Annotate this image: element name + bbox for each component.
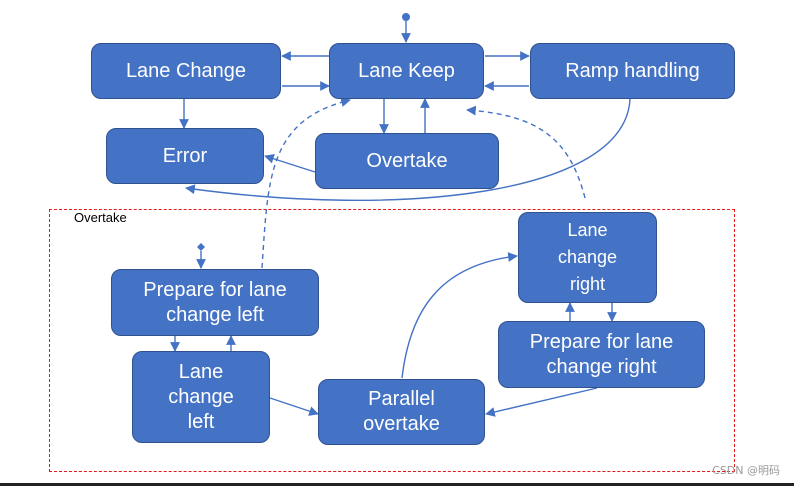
state-lane-change-left-label: Lane change left — [168, 360, 234, 433]
state-parallel-overtake: Parallel overtake — [318, 379, 485, 445]
state-prepare-lane-change-right: Prepare for lane change right — [498, 321, 705, 388]
state-lane-change: Lane Change — [91, 43, 281, 99]
state-lane-change-label: Lane Change — [125, 59, 247, 82]
state-error-label: Error — [162, 144, 208, 167]
state-prepare-left-label: Prepare for lane change left — [143, 278, 287, 326]
state-overtake-label: Overtake — [366, 149, 448, 172]
watermark: CSDN @明码 — [712, 464, 780, 477]
state-prepare-lane-change-left: Prepare for lane change left — [111, 269, 319, 336]
initial-state-dot — [402, 13, 410, 21]
overtake-region-label: Overtake — [74, 210, 127, 225]
state-lane-keep: Lane Keep — [329, 43, 484, 99]
state-lane-change-right: Lane change right — [518, 212, 657, 303]
overtake-initial-diamond — [197, 243, 205, 251]
state-ramp-handling-label: Ramp handling — [565, 59, 700, 82]
edge-overtake-to-error — [264, 154, 316, 173]
edge-ramp-to-error — [185, 98, 631, 201]
state-ramp-handling: Ramp handling — [530, 43, 735, 99]
bottom-border — [0, 483, 794, 486]
state-parallel-overtake-label: Parallel overtake — [363, 388, 440, 435]
state-lane-keep-label: Lane Keep — [358, 59, 455, 82]
state-lane-change-left: Lane change left — [132, 351, 270, 443]
edge-prepare-right-to-parallel — [485, 387, 598, 417]
edge-parallel-to-lane-change-right — [401, 252, 518, 379]
edge-lane-change-left-to-parallel — [269, 397, 319, 416]
state-lane-change-right-label: Lane change right — [557, 220, 618, 294]
edge-prepare-left-to-lane-keep — [261, 97, 351, 269]
edge-lane-change-right-to-lane-keep — [466, 105, 586, 199]
overtake-substate-region — [49, 209, 735, 472]
state-overtake: Overtake — [315, 133, 499, 189]
state-error: Error — [106, 128, 264, 184]
state-prepare-right-label: Prepare for lane change right — [529, 330, 674, 378]
